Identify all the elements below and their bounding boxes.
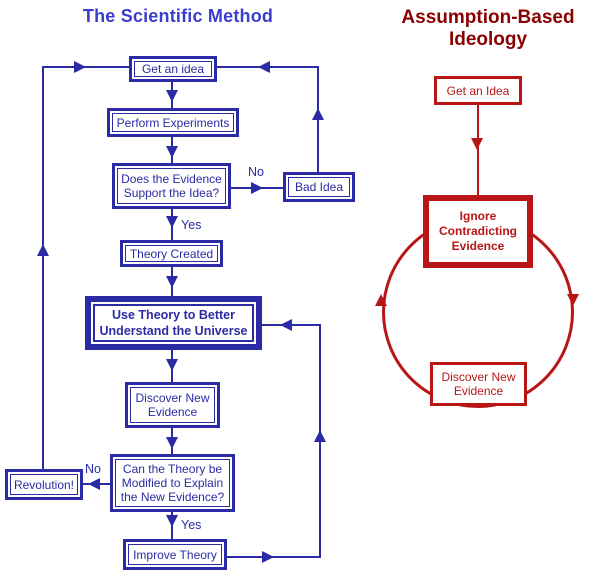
assumption-ideology-title-line1: Assumption-Based — [401, 7, 575, 28]
arrowhead-left-icon — [280, 319, 292, 331]
arrowhead-up-icon — [37, 244, 49, 256]
edge-label-yes-theory: Yes — [181, 218, 202, 232]
arrowhead-up-icon — [312, 108, 324, 120]
edge-revolution-to-getidea-horizontal — [42, 66, 130, 68]
arrowhead-up-icon — [314, 430, 326, 442]
arrowhead-down-icon — [166, 90, 178, 102]
node-red-discover-new-evidence: Discover New Evidence — [430, 362, 527, 406]
assumption-ideology-title-line2: Ideology — [448, 29, 528, 50]
node-discover-new-evidence-label: Discover New Evidence — [135, 391, 210, 419]
node-discover-new-evidence: Discover New Evidence — [125, 382, 220, 428]
arrowhead-right-icon — [262, 551, 274, 563]
node-ignore-contradicting-evidence-label: Ignore Contradicting Evidence — [439, 209, 517, 253]
node-bad-idea-label: Bad Idea — [294, 180, 344, 194]
arrowhead-down-icon — [166, 276, 178, 288]
arrowhead-left-icon — [88, 478, 100, 490]
node-evidence-support-label: Does the Evidence Support the Idea? — [121, 172, 222, 200]
edge-label-yes-improve: Yes — [181, 518, 202, 532]
arrowhead-down-icon — [166, 216, 178, 228]
node-theory-created-label: Theory Created — [129, 246, 214, 261]
arrowhead-right-icon — [74, 61, 86, 73]
node-get-an-idea-label: Get an idea — [141, 62, 205, 76]
node-get-an-idea: Get an idea — [129, 56, 217, 82]
scientific-method-title: The Scientific Method — [82, 6, 274, 26]
node-revolution: Revolution! — [5, 469, 83, 500]
node-use-theory: Use Theory to Better Understand the Univ… — [85, 296, 262, 350]
node-bad-idea: Bad Idea — [283, 172, 355, 202]
node-perform-experiments: Perform Experiments — [107, 108, 239, 137]
edge-label-no-badidea: No — [248, 165, 264, 179]
node-perform-experiments-label: Perform Experiments — [116, 115, 230, 130]
node-can-theory-be-modified: Can the Theory be Modified to Explain th… — [110, 454, 235, 512]
node-theory-created: Theory Created — [120, 240, 223, 267]
node-red-discover-new-evidence-label: Discover New Evidence — [441, 370, 516, 398]
node-red-get-an-idea: Get an Idea — [434, 76, 522, 105]
arrowhead-left-icon — [258, 61, 270, 73]
node-ignore-contradicting-evidence: Ignore Contradicting Evidence — [423, 195, 533, 268]
arrowhead-down-icon — [166, 146, 178, 158]
node-use-theory-label: Use Theory to Better Understand the Univ… — [99, 308, 248, 338]
arrowhead-down-icon — [166, 515, 178, 527]
node-improve-theory: Improve Theory — [123, 539, 227, 570]
node-evidence-support: Does the Evidence Support the Idea? — [112, 163, 231, 209]
node-red-get-an-idea-label: Get an Idea — [446, 83, 510, 98]
arrowhead-down-icon — [567, 294, 579, 306]
arrowhead-down-icon — [471, 138, 483, 150]
node-can-theory-be-modified-label: Can the Theory be Modified to Explain th… — [120, 462, 225, 504]
node-revolution-label: Revolution! — [13, 477, 75, 492]
arrowhead-right-icon — [251, 182, 263, 194]
edge-red-getidea-to-ignore — [477, 104, 479, 196]
node-improve-theory-label: Improve Theory — [133, 547, 217, 562]
arrowhead-down-icon — [166, 437, 178, 449]
arrowhead-down-icon — [166, 359, 178, 371]
edge-label-no-revolution: No — [85, 462, 101, 476]
edge-revolution-to-getidea-vertical — [42, 66, 44, 470]
assumption-ideology-title: Assumption-Based Ideology — [388, 7, 588, 51]
arrowhead-up-icon — [375, 294, 387, 306]
